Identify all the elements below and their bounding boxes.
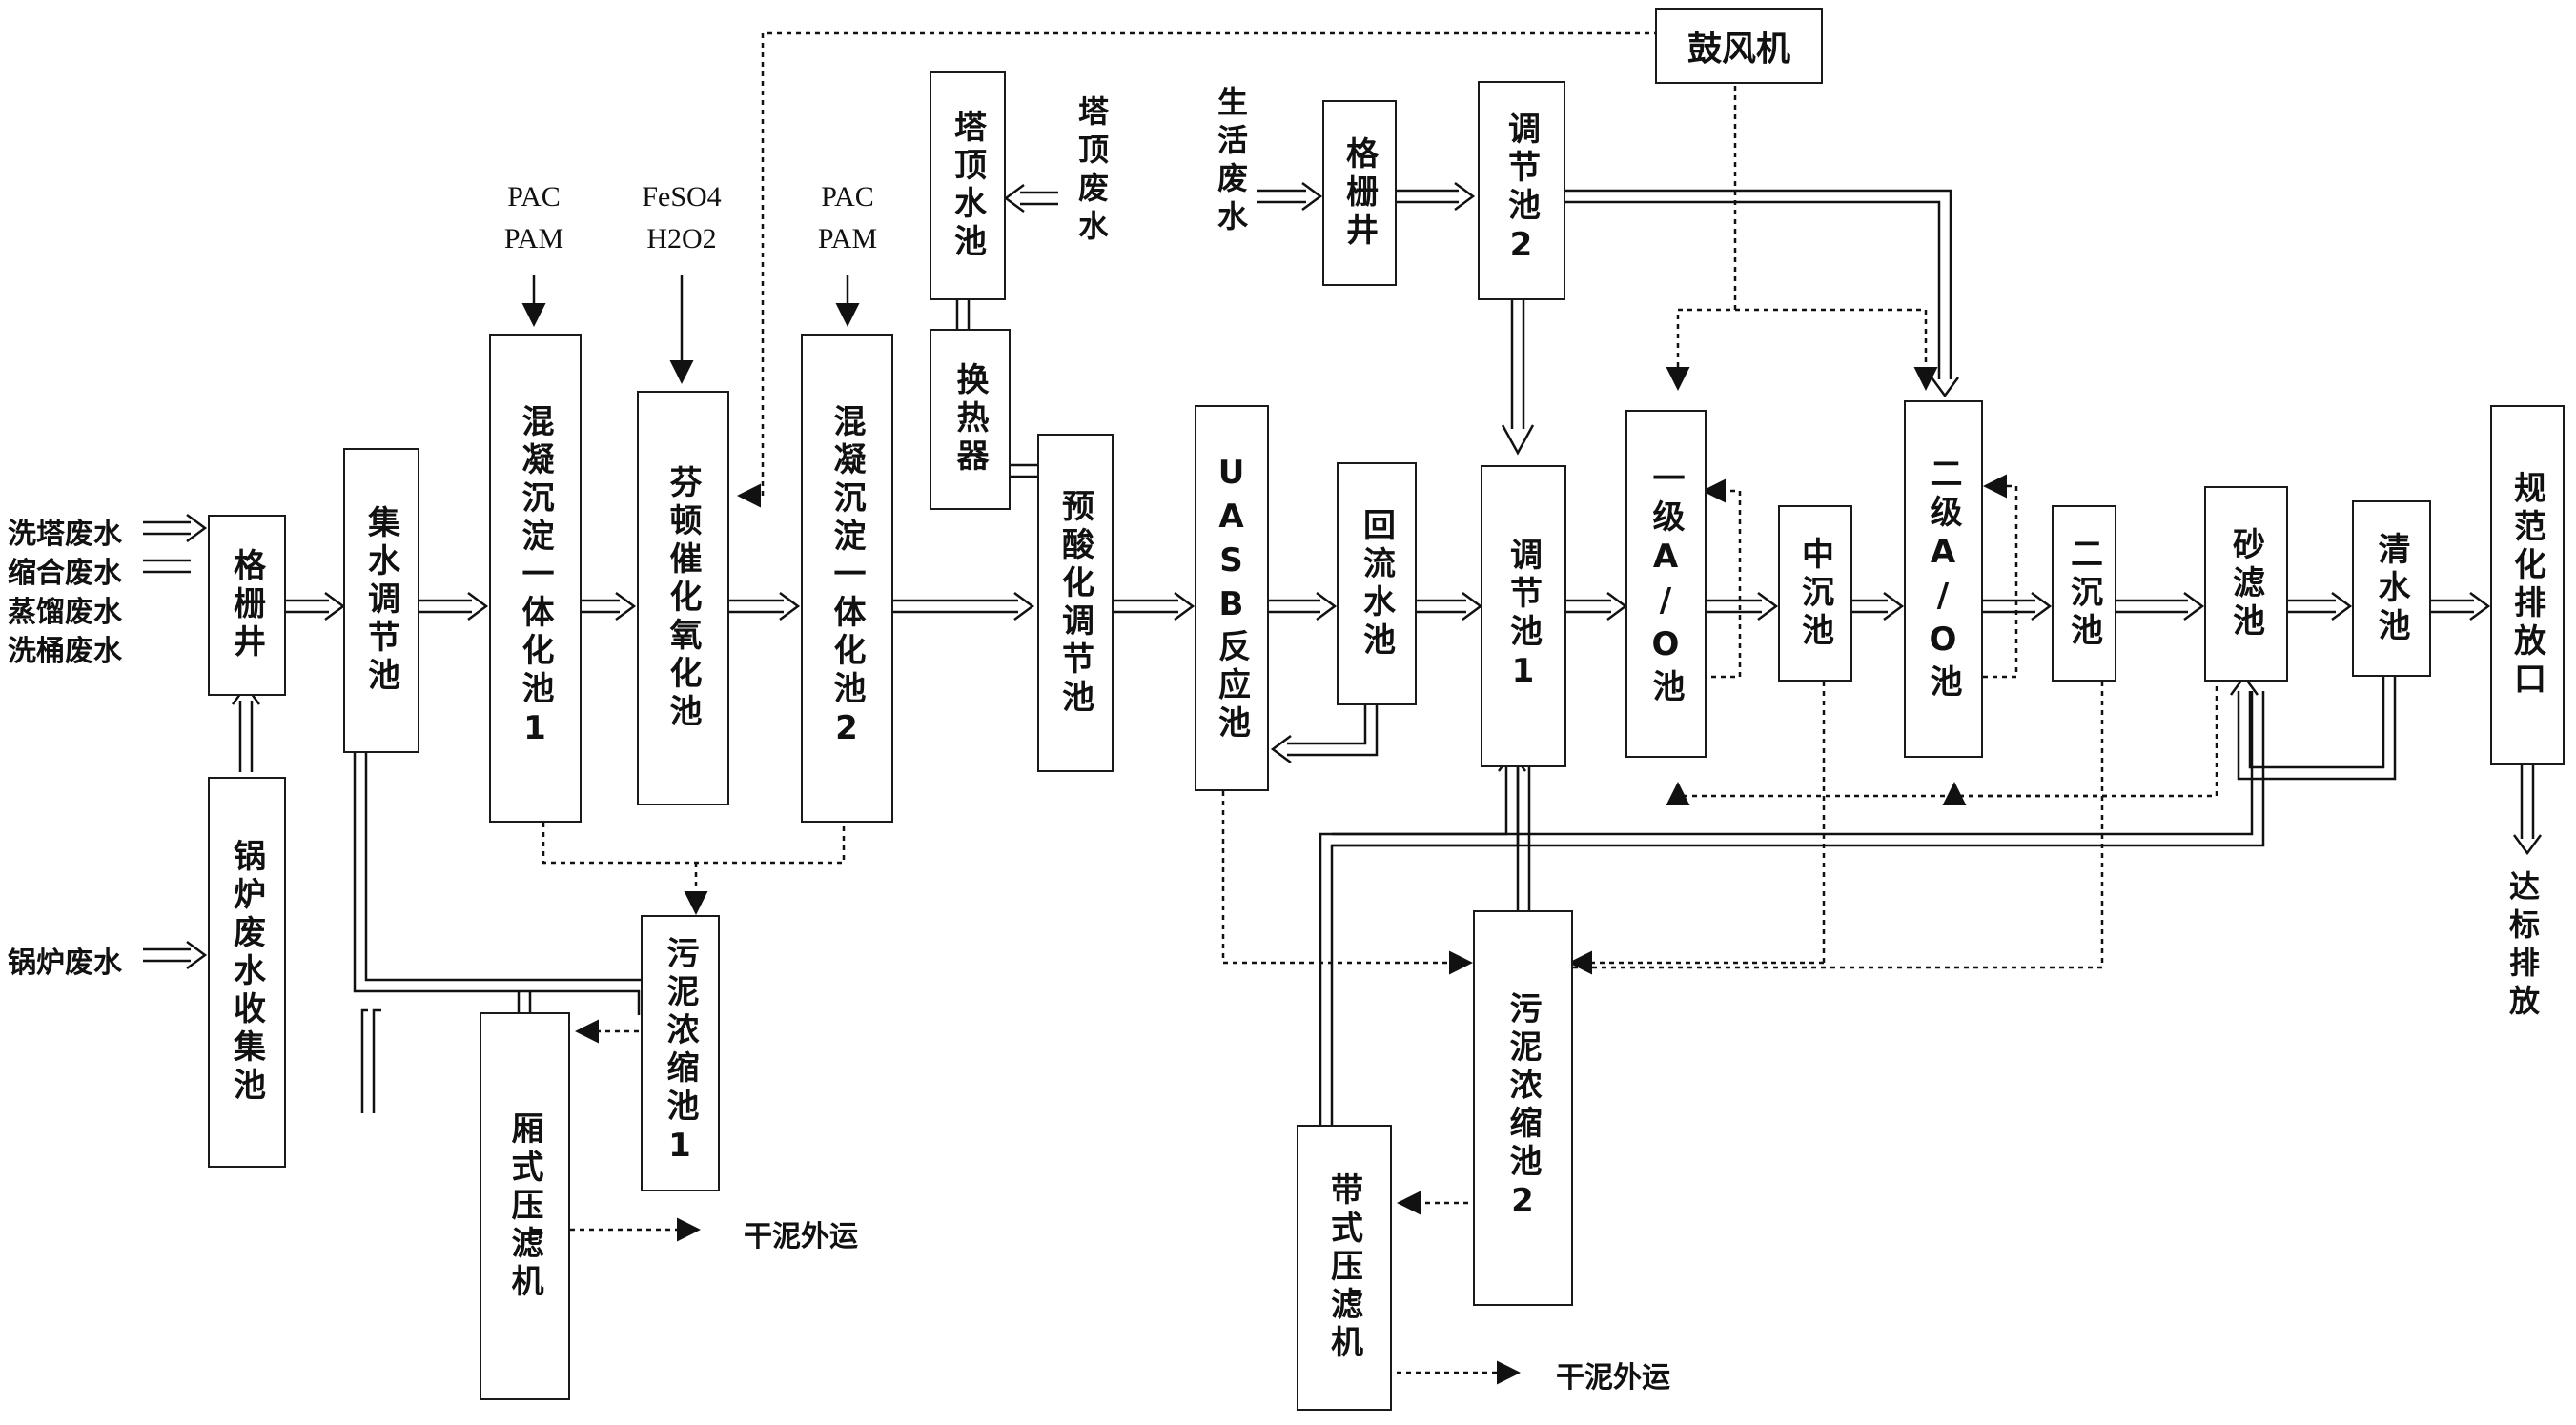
dry-sludge-2: 干泥外运 xyxy=(1556,1361,1670,1394)
press-filter-2: 带式压滤机 xyxy=(1297,1125,1392,1411)
grid-well-1: 格栅井 xyxy=(208,515,286,696)
fenton-tank: 芬顿催化氧化池 xyxy=(637,391,729,805)
blower-box: 鼓风机 xyxy=(1655,8,1823,84)
clear-water-tank: 清水池 xyxy=(2352,500,2431,677)
collect-tank: 集水调节池 xyxy=(343,448,419,753)
blower-label: 鼓风机 xyxy=(1687,30,1790,69)
heat-exchanger: 换热器 xyxy=(930,329,1011,510)
sludge-air-lines xyxy=(542,31,2218,1385)
main-flow-arrows xyxy=(143,181,2543,1144)
input-wash-bucket: 洗桶废水 xyxy=(8,635,122,668)
pipe-arrows xyxy=(143,181,2543,1144)
coag-tank-1: 混凝沉淀一体化池1 xyxy=(489,334,582,823)
input-tower-top: 塔顶废水 xyxy=(1073,95,1110,248)
input-wash-tower: 洗塔废水 xyxy=(8,518,122,551)
input-boiler: 锅炉废水 xyxy=(8,947,122,980)
preacid-tank: 预酸化调节池 xyxy=(1037,434,1114,772)
outlet: 规范化排放口 xyxy=(2490,405,2565,765)
reflux-tank: 回流水池 xyxy=(1337,462,1417,705)
grid-well-2: 格栅井 xyxy=(1322,100,1397,286)
mid-settle-tank: 中沉池 xyxy=(1778,505,1852,682)
input-domestic: 生活废水 xyxy=(1213,86,1249,238)
sec-settle-tank: 二沉池 xyxy=(2052,505,2116,682)
ao-tank-2: 二级A/O池 xyxy=(1904,400,1983,758)
coag-tank-2: 混凝沉淀一体化池2 xyxy=(801,334,893,823)
dry-sludge-1: 干泥外运 xyxy=(744,1220,858,1253)
dosing-arrows xyxy=(521,275,860,384)
discharge: 达标排放 xyxy=(2509,868,2548,1019)
press-filter-1: 厢式压滤机 xyxy=(480,1012,570,1400)
sludge-tank-1: 污泥浓缩池1 xyxy=(641,915,720,1191)
sludge-tank-2: 污泥浓缩池2 xyxy=(1473,910,1573,1306)
boiler-tank: 锅炉废水收集池 xyxy=(208,777,286,1168)
adjust-tank-2: 调节池2 xyxy=(1478,81,1565,300)
tower-tank: 塔顶水池 xyxy=(930,71,1006,300)
sand-filter: 砂滤池 xyxy=(2204,486,2288,682)
uasb-tank: UASB反应池 xyxy=(1195,405,1269,791)
input-distill: 蒸馏废水 xyxy=(8,596,122,629)
input-shrink: 缩合废水 xyxy=(8,557,122,590)
adjust-tank-1: 调节池1 xyxy=(1481,465,1566,767)
ao-tank-1: 一级A/O池 xyxy=(1625,410,1707,758)
